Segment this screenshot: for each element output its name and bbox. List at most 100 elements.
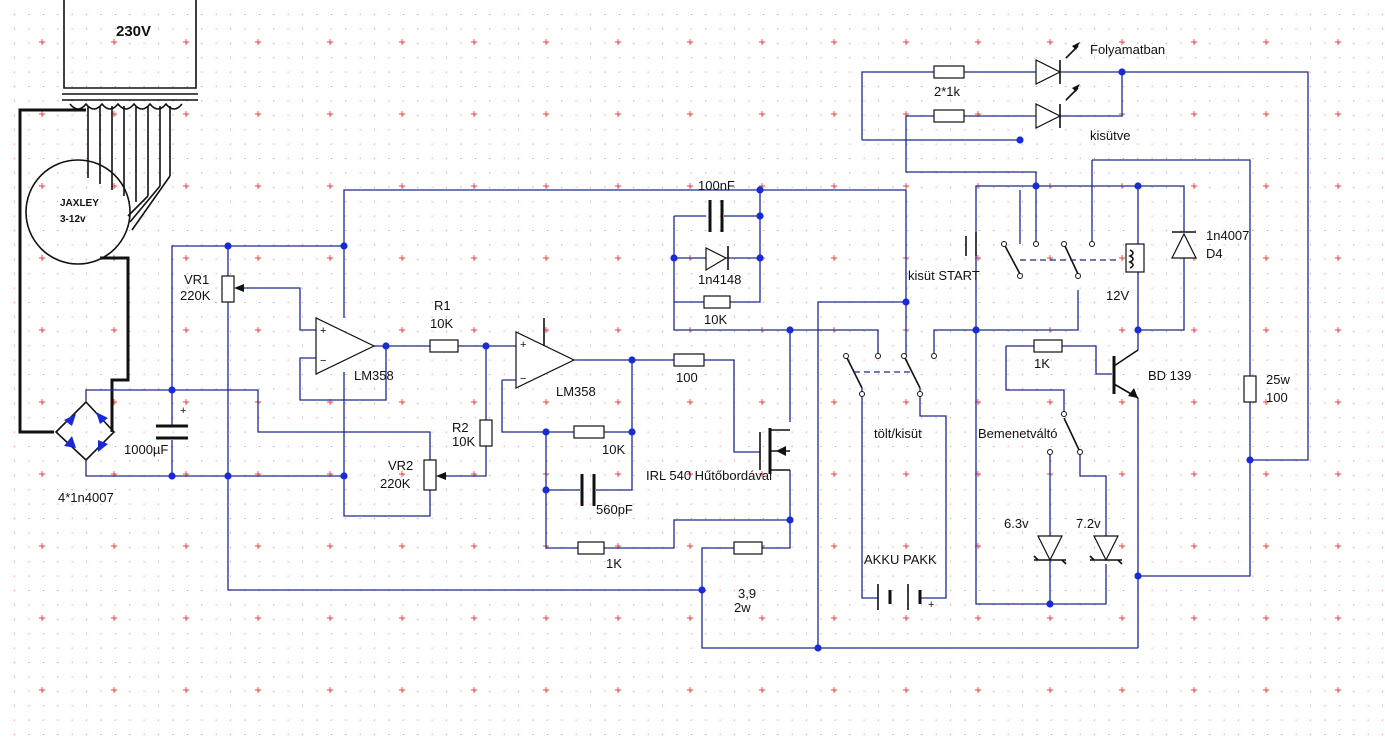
- led-in-progress: [1035, 42, 1080, 85]
- junction-dot: [628, 356, 636, 364]
- vr2-label: VR2: [388, 458, 413, 473]
- transformer: [18, 0, 198, 434]
- resistor-10k-feedback-label: 10K: [602, 442, 625, 457]
- load-value-label: 100: [1266, 390, 1288, 405]
- transformer-voltage-label: 3-12v: [60, 214, 86, 225]
- load-power-label: 25w: [1266, 372, 1290, 387]
- junction-dot: [756, 186, 764, 194]
- junction-dot: [698, 586, 706, 594]
- resistor-shunt: [733, 541, 763, 555]
- resistor-100-label: 100: [676, 370, 698, 385]
- resistor-r2: [479, 419, 493, 447]
- opamp2-minus-input: −: [520, 373, 526, 385]
- resistor-r1: [429, 339, 459, 353]
- transistor-bd139: [1112, 349, 1139, 399]
- mosfet-irl540: [759, 428, 790, 474]
- junction-dot: [902, 298, 910, 306]
- battery-polarity-plus: +: [928, 599, 934, 611]
- junction-dot: [786, 516, 794, 524]
- resistor-led2: [933, 109, 965, 123]
- junction-dot: [756, 254, 764, 262]
- junction-dot: [1046, 600, 1054, 608]
- junction-dot: [1016, 136, 1024, 144]
- opamp1-plus-input: +: [320, 325, 326, 337]
- led-in-progress-label: Folyamatban: [1090, 42, 1165, 57]
- r1-label: R1: [434, 298, 451, 313]
- opamp2-label: LM358: [556, 384, 596, 399]
- capacitor-560pf: [580, 474, 596, 506]
- wiring: [171, 71, 1309, 649]
- junction-dots: [168, 68, 1254, 652]
- resistor-1k-bottom: [577, 541, 605, 555]
- relay-contacts: [1003, 243, 1120, 275]
- switch-contacts: [843, 241, 1095, 455]
- junction-dot: [1118, 68, 1126, 76]
- battery-pack: [877, 584, 922, 610]
- junction-dot: [224, 242, 232, 250]
- diode-d4-name-label: D4: [1206, 246, 1223, 261]
- bridge-rectifier: [54, 389, 172, 477]
- junction-dot: [1134, 182, 1142, 190]
- led-discharged: [1035, 84, 1080, 129]
- relay-coil: [1125, 243, 1145, 273]
- resistor-1k-base-label: 1K: [1034, 356, 1050, 371]
- junction-dot: [756, 212, 764, 220]
- diode-1n4148: [705, 246, 729, 272]
- selector-switch: [1063, 417, 1081, 453]
- diode-d4-type-label: 1n4007: [1206, 228, 1249, 243]
- opamp-2: [515, 318, 576, 389]
- diode-d4: [1171, 231, 1197, 259]
- junction-dot: [340, 242, 348, 250]
- junction-dot: [1032, 182, 1040, 190]
- opamp2-plus-input: +: [520, 339, 526, 351]
- shunt-power-label: 2w: [734, 600, 751, 615]
- capacitor-560pf-label: 560pF: [596, 502, 633, 517]
- transformer-label: JAXLEY: [60, 198, 99, 209]
- vr2-wiper-arrow: [436, 472, 446, 480]
- battery-label: AKKU PAKK: [864, 552, 937, 567]
- led-discharged-label: kisütve: [1090, 128, 1130, 143]
- junction-dot: [1134, 326, 1142, 334]
- capacitor-polarity-plus: +: [180, 405, 186, 417]
- r1-value-label: 10K: [430, 316, 453, 331]
- resistor-10k-feedback: [573, 425, 605, 439]
- relay-label: 12V: [1106, 288, 1129, 303]
- resistor-1k-bottom-label: 1K: [606, 556, 622, 571]
- junction-dot: [224, 472, 232, 480]
- junction-dot: [670, 254, 678, 262]
- mains-label: 230V: [116, 23, 151, 40]
- capacitor-100nf: [708, 200, 724, 232]
- resistor-led1: [933, 65, 965, 79]
- potentiometer-vr1: [221, 275, 235, 303]
- switch-mode-label: tölt/kisüt: [874, 426, 922, 441]
- start-button: [965, 232, 977, 256]
- led-resistor-label: 2*1k: [934, 84, 961, 99]
- junction-dot: [1134, 572, 1142, 580]
- opamp1-minus-input: −: [320, 355, 326, 367]
- junction-dot: [628, 428, 636, 436]
- r2-value-label: 10K: [452, 434, 475, 449]
- junction-dot: [168, 472, 176, 480]
- junction-dot: [1246, 456, 1254, 464]
- vr1-value-label: 220K: [180, 288, 211, 303]
- opamp-1: [315, 317, 376, 375]
- resistor-10k-top-label: 10K: [704, 312, 727, 327]
- vr1-wiper-arrow: [234, 284, 244, 292]
- junction-dot: [542, 428, 550, 436]
- grid-markers: [14, 14, 1383, 735]
- resistor-load-25w: [1243, 375, 1257, 403]
- resistor-10k-top: [703, 295, 731, 309]
- junction-dot: [972, 326, 980, 334]
- vr2-value-label: 220K: [380, 476, 411, 491]
- zener-7v2-label: 7.2v: [1076, 516, 1101, 531]
- vr1-label: VR1: [184, 272, 209, 287]
- capacitor-1000uf-label: 1000µF: [124, 442, 168, 457]
- junction-dot: [340, 472, 348, 480]
- junction-dot: [542, 486, 550, 494]
- switch-charge-discharge: [845, 355, 921, 389]
- zener-7v2: [1089, 535, 1123, 565]
- junction-dot: [168, 386, 176, 394]
- zener-6v3: [1033, 535, 1067, 565]
- zener-6v3-label: 6.3v: [1004, 516, 1029, 531]
